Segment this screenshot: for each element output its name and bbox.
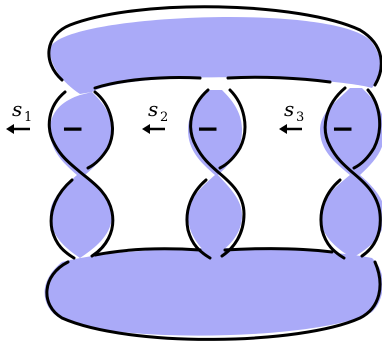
- top-outer-arc: [47, 5, 382, 87]
- svg-text:s: s: [284, 97, 294, 121]
- band1-right-strand-bottom: [49, 178, 76, 260]
- svg-text:2: 2: [160, 110, 168, 125]
- svg-text:s: s: [148, 97, 158, 121]
- svg-text:1: 1: [24, 110, 32, 125]
- band2-right-strand-bottom: [185, 178, 212, 260]
- band1-left-strand: [47, 90, 115, 258]
- sign-band-3: −: [331, 112, 354, 145]
- svg-text:s: s: [12, 97, 22, 121]
- top-inner-arc-middle: [226, 75, 332, 84]
- band2-left-strand: [189, 88, 246, 258]
- top-inner-arc-left: [93, 75, 202, 90]
- band1-right-strand-top: [86, 90, 114, 170]
- top-disk: [50, 16, 381, 94]
- label-s1: s 1: [12, 97, 32, 125]
- band3-left-strand: [323, 86, 382, 258]
- arrow-s2: [142, 124, 165, 134]
- arrows: [6, 124, 302, 134]
- sign-band-2: −: [196, 112, 219, 145]
- twisted-band-2: [188, 90, 242, 258]
- svg-text:3: 3: [296, 110, 304, 125]
- band3-right-strand-bottom: [319, 178, 346, 260]
- band2-right-strand-top: [218, 88, 247, 170]
- twisted-band-1: [50, 92, 112, 258]
- sign-band-1: −: [61, 112, 84, 145]
- band3-right-strand-top: [352, 88, 382, 170]
- bottom-inner-arc-left: [93, 247, 202, 257]
- arrow-s1: [6, 124, 30, 134]
- knot-outlines: [45, 5, 382, 341]
- bottom-inner-arc-middle: [223, 247, 334, 254]
- label-s3: s 3: [284, 97, 304, 125]
- label-s2: s 2: [148, 97, 168, 125]
- bottom-outer-arc: [45, 260, 382, 341]
- bottom-disk: [44, 247, 382, 336]
- arrow-s3: [279, 124, 302, 134]
